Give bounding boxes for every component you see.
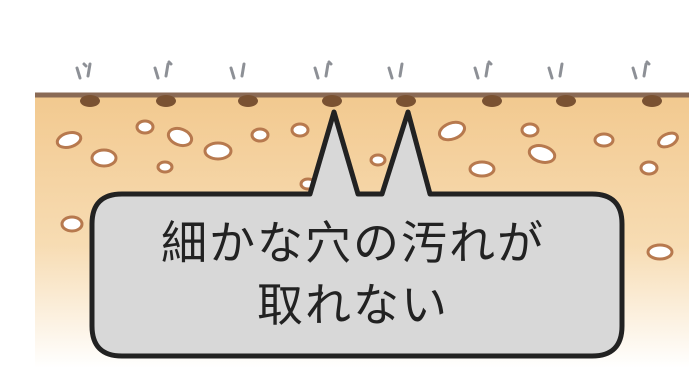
pore-icon xyxy=(369,153,387,167)
sprout-icon xyxy=(547,62,564,80)
dirt-spot-icon xyxy=(556,95,576,107)
pore-icon xyxy=(468,160,496,178)
pore-icon xyxy=(527,144,557,164)
pore-icon xyxy=(90,148,118,168)
pore-icon xyxy=(639,160,659,176)
pore-icon xyxy=(290,122,310,138)
pore-icon xyxy=(55,131,83,149)
pore-icon xyxy=(166,126,194,148)
dirt-spot-icon xyxy=(156,95,176,107)
pore-icon xyxy=(135,119,155,135)
sprout-icon xyxy=(229,62,246,80)
sprout-row xyxy=(75,60,651,80)
speech-bubble-icon xyxy=(89,109,625,359)
dirt-spot-icon xyxy=(322,95,342,107)
sprout-icon xyxy=(473,60,493,80)
sprout-icon xyxy=(631,60,651,80)
pore-icon xyxy=(203,141,233,161)
pore-icon xyxy=(593,132,615,148)
sprout-icon xyxy=(387,62,404,80)
pore-icon xyxy=(250,127,270,143)
callout-line-2: 取れない xyxy=(257,278,449,332)
dirt-spot-icon xyxy=(642,95,662,107)
pore-icon xyxy=(60,215,84,233)
sprout-icon xyxy=(75,62,92,80)
callout-line-1: 細かな穴の汚れが xyxy=(161,216,545,270)
dirt-spot-icon xyxy=(238,95,258,107)
dirt-spot-icon xyxy=(80,95,100,107)
dirt-spots xyxy=(80,95,662,107)
pore-icon xyxy=(646,243,674,261)
dirt-spot-icon xyxy=(482,95,502,107)
dirt-spot-icon xyxy=(396,95,416,107)
sprout-icon xyxy=(153,60,173,80)
callout-text: 細かな穴の汚れが 取れない xyxy=(118,212,588,336)
pore-icon xyxy=(156,160,174,174)
sprout-icon xyxy=(313,60,333,80)
pores xyxy=(55,119,679,261)
pore-icon xyxy=(657,131,679,149)
pore-icon xyxy=(520,122,540,138)
pore-icon xyxy=(437,120,467,142)
